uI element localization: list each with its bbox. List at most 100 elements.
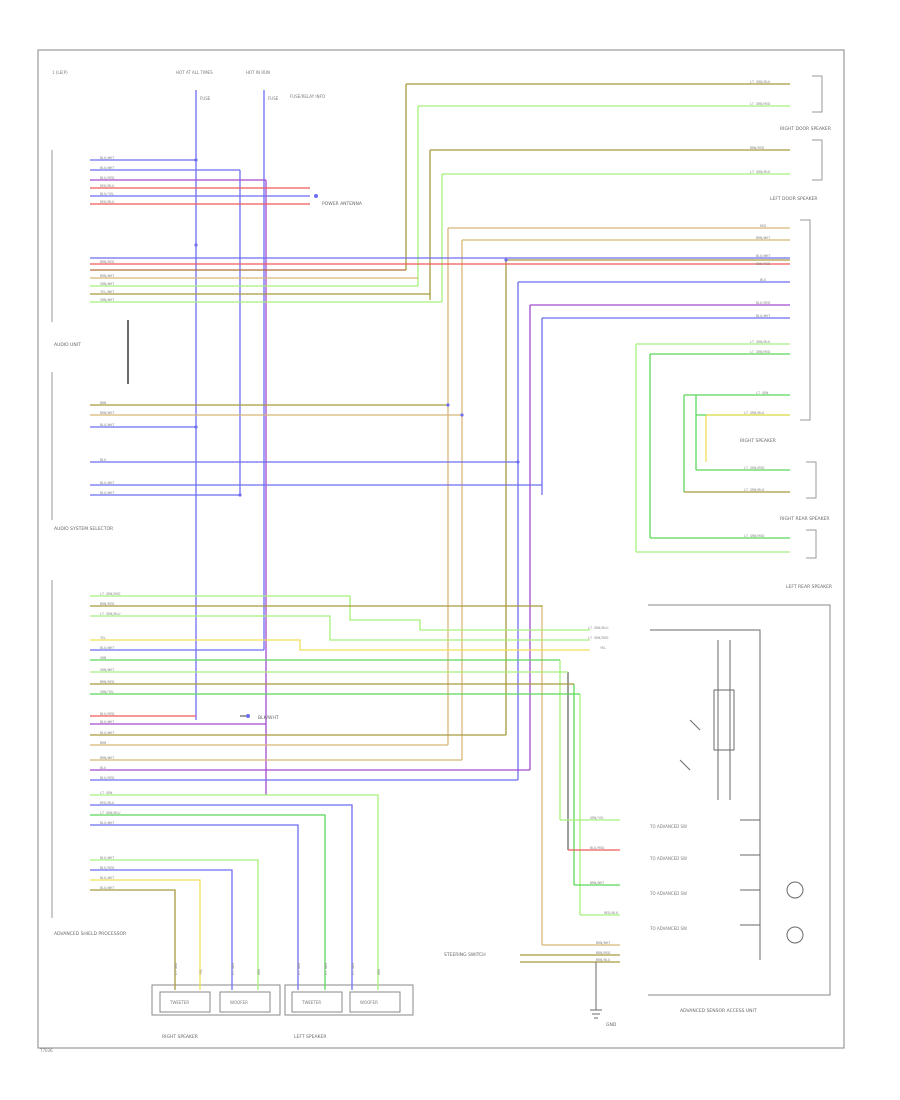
svg-text:LT GRN: LT GRN	[324, 963, 328, 975]
horizontal-wires-top	[90, 159, 790, 303]
svg-text:LT GRN: LT GRN	[100, 791, 112, 795]
svg-text:LT GRN/BLK: LT GRN/BLK	[744, 488, 765, 492]
svg-text:LT GRN/BLK: LT GRN/BLK	[750, 340, 771, 344]
svg-text:LT GRN: LT GRN	[297, 963, 301, 975]
svg-text:LT GRN/BLU: LT GRN/BLU	[100, 811, 120, 815]
component-inline-note: BLK/WHT	[258, 715, 279, 721]
svg-text:BRN/WHT: BRN/WHT	[100, 756, 114, 760]
svg-text:BLU: BLU	[100, 766, 106, 770]
svg-text:LT GRN/BLK: LT GRN/BLK	[750, 80, 771, 84]
svg-text:BLU/WHT: BLU/WHT	[100, 423, 114, 427]
svg-text:BRN/RED: BRN/RED	[100, 680, 114, 684]
svg-text:LT GRN/RED: LT GRN/RED	[750, 350, 770, 354]
vertical-wires	[127, 84, 707, 945]
switch-label-2: TO ADVANCED SW	[649, 856, 687, 861]
svg-text:BRN/RED: BRN/RED	[100, 260, 114, 264]
svg-text:RED/BLU: RED/BLU	[100, 200, 114, 204]
svg-text:BLU/WHT: BLU/WHT	[100, 821, 114, 825]
svg-text:BRN/RED: BRN/RED	[596, 951, 610, 955]
svg-text:LT GRN: LT GRN	[756, 391, 768, 395]
top-label-hot-all: HOT AT ALL TIMES	[176, 70, 213, 75]
svg-text:BLU/WHT: BLU/WHT	[100, 491, 114, 495]
right-labels: LT GRN/BLK LT GRN/RED BRN/RED LT GRN/BLK…	[744, 80, 771, 538]
switch-label-1: TO ADVANCED SW	[649, 824, 687, 829]
speaker-boxes: TWEETER WOOFER TWEETER WOOFER	[151, 984, 414, 1016]
svg-text:BLU/WHT: BLU/WHT	[100, 731, 114, 735]
svg-text:BRN/WHT: BRN/WHT	[590, 881, 604, 885]
svg-text:LT GRN/RED: LT GRN/RED	[750, 102, 770, 106]
svg-text:BLU/WHT: BLU/WHT	[756, 314, 770, 318]
component-left-rear: LEFT REAR SPEAKER	[786, 584, 832, 590]
svg-text:BRN/RED: BRN/RED	[750, 146, 764, 150]
left-labels-top: BLU/WHT BLU/WHT BLU/RED RED/BLU BLU/YEL …	[100, 156, 114, 302]
left-labels-selector: BRN BRN/WHT BLU/WHT BLU BLU/WHT BLU/WHT	[100, 401, 114, 495]
svg-text:BLU/RED: BLU/RED	[100, 176, 114, 180]
header-note: 1 (LE(P)	[52, 70, 68, 75]
footer-note: T7036	[39, 1048, 53, 1053]
top-label-hot-run: HOT IN RUN	[246, 70, 270, 75]
lower-box-title: ADVANCED SENSOR ACCESS UNIT	[680, 1008, 757, 1014]
svg-text:BRN/WHT: BRN/WHT	[756, 236, 770, 240]
svg-text:LT GRN/RED: LT GRN/RED	[100, 592, 120, 596]
svg-text:BRN: BRN	[100, 741, 106, 745]
component-ground: GND	[606, 1022, 617, 1028]
svg-text:GRN: GRN	[257, 969, 261, 975]
svg-text:YEL: YEL	[100, 636, 106, 640]
svg-text:LT GRN/BLK: LT GRN/BLK	[750, 170, 771, 174]
svg-text:LT GRN/BLU: LT GRN/BLU	[100, 612, 120, 616]
svg-text:BLU/WHT: BLU/WHT	[100, 481, 114, 485]
svg-text:BLU/WHT: BLU/WHT	[100, 720, 114, 724]
svg-text:BRN/RED: BRN/RED	[756, 262, 770, 266]
component-mid-label: RIGHT SPEAKER	[740, 438, 776, 444]
speaker-pin-labels: LT GRN YEL LT GRN GRN LT GRN LT GRN LT G…	[174, 963, 381, 975]
tweeter-b-label: WOOFER	[230, 1000, 248, 1005]
right-top-wires	[406, 83, 790, 553]
svg-text:GRN: GRN	[377, 969, 381, 975]
svg-text:LT GRN/RED: LT GRN/RED	[744, 466, 764, 470]
svg-text:RED/BLK: RED/BLK	[604, 911, 619, 915]
svg-text:BLU/WHT: BLU/WHT	[100, 856, 114, 860]
left-labels-lower: LT GRN/RED BRN/RED LT GRN/BLU YEL BLU/WH…	[100, 592, 120, 890]
svg-text:LT GRN/BLK: LT GRN/BLK	[744, 411, 765, 415]
svg-text:BLU/WHT: BLU/WHT	[100, 886, 114, 890]
svg-text:LT GRN: LT GRN	[174, 963, 178, 975]
svg-text:BRN/WHT: BRN/WHT	[596, 941, 610, 945]
component-right-rear: RIGHT REAR SPEAKER	[780, 516, 830, 522]
top-label-note-right: FUSE/RELAY INFO	[290, 94, 325, 99]
svg-text:BLU: BLU	[100, 458, 106, 462]
component-right-front-sensor: RIGHT DOOR SPEAKER	[780, 126, 831, 132]
svg-text:BLU/RED: BLU/RED	[100, 712, 114, 716]
svg-text:BRN/RED: BRN/RED	[100, 602, 114, 606]
svg-text:BRN/WHT: BRN/WHT	[100, 274, 114, 278]
svg-text:BRN: BRN	[100, 401, 106, 405]
svg-text:LT GRN: LT GRN	[231, 963, 235, 975]
right-connector-pins	[800, 75, 823, 559]
component-control-note: STEERING SWITCH	[444, 952, 486, 958]
component-antenna-note: POWER ANTENNA	[322, 201, 363, 207]
svg-text:BLU/WHT: BLU/WHT	[100, 166, 114, 170]
svg-text:BLU/YEL: BLU/YEL	[100, 192, 114, 196]
switch-label-3: TO ADVANCED SW	[649, 891, 687, 896]
svg-text:BLU/RED: BLU/RED	[756, 301, 770, 305]
svg-text:TWEETER: TWEETER	[301, 1000, 321, 1005]
outer-frame	[37, 49, 845, 1049]
svg-text:BLU/WHT: BLU/WHT	[100, 646, 114, 650]
component-bottom-left-unit: ADVANCED SHIELD PROCESSOR	[54, 931, 126, 937]
svg-text:BLU/WHT: BLU/WHT	[100, 876, 114, 880]
svg-text:BLU/WHT: BLU/WHT	[756, 254, 770, 258]
component-audio-unit: AUDIO UNIT	[54, 342, 81, 348]
svg-text:BLU: BLU	[760, 278, 766, 282]
component-left-speaker: LEFT SPEAKER	[294, 1034, 326, 1040]
svg-text:BLU/RED: BLU/RED	[100, 866, 114, 870]
svg-text:BRN/BLU: BRN/BLU	[596, 958, 610, 962]
lower-right-module: ADVANCED SENSOR ACCESS UNIT TO ADVANCED …	[588, 604, 831, 1019]
svg-text:LT GRN: LT GRN	[351, 963, 355, 975]
svg-text:BRN/WHT: BRN/WHT	[100, 411, 114, 415]
svg-text:YEL: YEL	[199, 969, 203, 975]
speaker-drop-wires	[174, 960, 379, 990]
horizontal-wires-lower	[90, 595, 620, 963]
component-left-front-sensor: LEFT DOOR SPEAKER	[770, 196, 818, 202]
svg-text:RED: RED	[760, 224, 766, 228]
svg-text:YEL/WHT: YEL/WHT	[100, 290, 114, 294]
